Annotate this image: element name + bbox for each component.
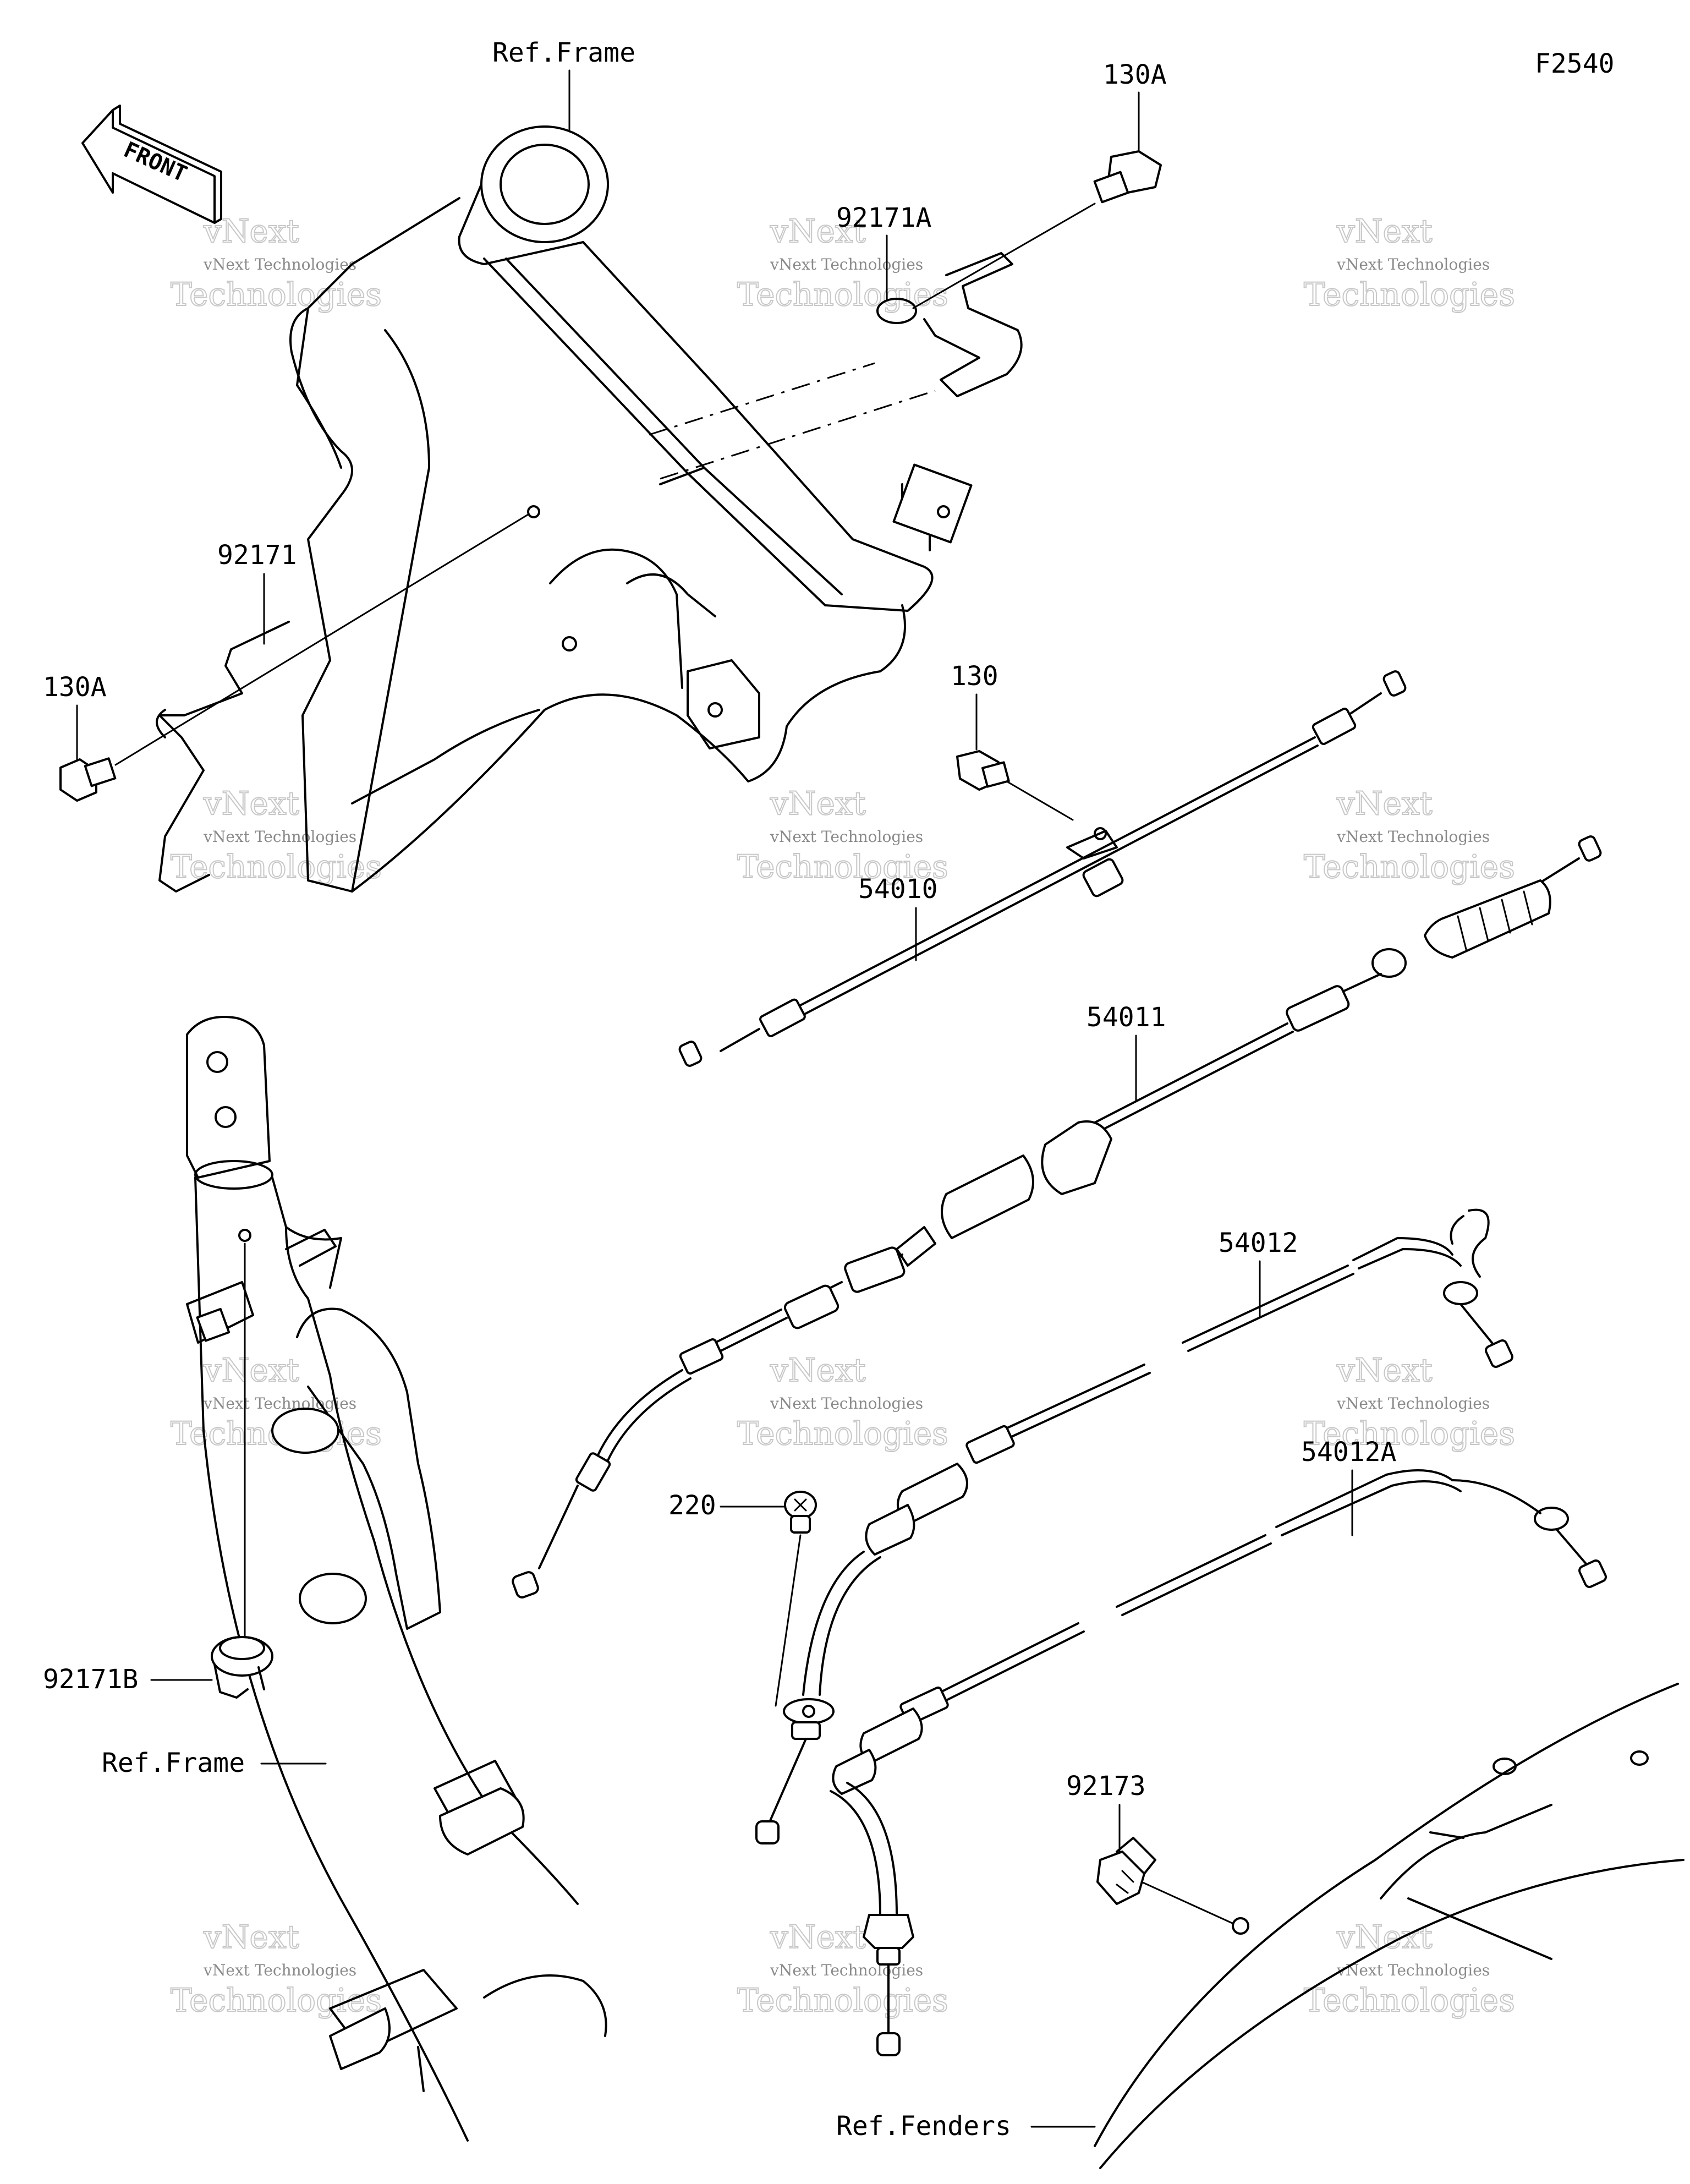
cable-54010 — [678, 670, 1407, 1067]
bolt-130-icon — [956, 750, 1010, 791]
frame-hole — [238, 1229, 251, 1242]
watermark-vnext: vNext — [203, 785, 299, 822]
watermark-text: vNext Technologies — [203, 1961, 356, 1979]
watermark-text: vNext Technologies — [1336, 828, 1490, 846]
cable-54011 — [512, 835, 1602, 1599]
watermark-tech: Technologies — [171, 848, 382, 885]
watermark-tech: Technologies — [1304, 276, 1515, 313]
part-label-92171b: 92171B — [43, 1664, 138, 1695]
watermark-text: vNext Technologies — [770, 828, 923, 846]
clamp-92171a — [876, 252, 1023, 397]
bolt-130a-top-icon — [1093, 150, 1162, 204]
watermark-vnext: vNext — [203, 1351, 299, 1389]
install-line — [775, 1534, 802, 1707]
cable-54012a — [830, 1469, 1607, 2056]
watermark-vnext: vNext — [770, 1351, 866, 1389]
watermark-tech: Technologies — [737, 1982, 948, 2019]
watermark: vNext vNext Technologies Technologies — [170, 1918, 382, 2019]
watermark-vnext: vNext — [1336, 785, 1433, 822]
install-line — [649, 362, 875, 436]
watermark-vnext: vNext — [203, 1918, 299, 1956]
watermark-vnext: vNext — [1336, 1918, 1433, 1956]
watermark: vNext vNext Technologies Technologies — [1303, 212, 1516, 314]
watermark-tech: Technologies — [1304, 1982, 1515, 2019]
watermark-vnext: vNext — [1336, 1351, 1433, 1389]
watermark-text: vNext Technologies — [1336, 1394, 1490, 1413]
ref-frame-bottom-label: Ref.Frame — [102, 1748, 245, 1778]
watermark-text: vNext Technologies — [1336, 255, 1490, 273]
watermark: vNext vNext Technologies Technologies — [170, 212, 382, 314]
watermark: vNext vNext Technologies Technologies — [737, 784, 949, 886]
screw-220-icon — [784, 1491, 817, 1534]
watermark-text: vNext Technologies — [770, 255, 923, 273]
ref-fenders-label: Ref.Fenders — [836, 2111, 1011, 2142]
install-line — [660, 390, 936, 480]
front-arrow-icon: FRONT — [81, 105, 222, 224]
watermark-tech: Technologies — [171, 276, 382, 313]
part-label-54010: 54010 — [858, 874, 938, 905]
watermark-tech: Technologies — [737, 848, 948, 885]
watermark-text: vNext Technologies — [203, 1394, 356, 1413]
watermark-tech: Technologies — [1304, 848, 1515, 885]
cable-54012 — [755, 1208, 1513, 1844]
part-label-54011: 54011 — [1087, 1002, 1166, 1033]
watermark-text: vNext Technologies — [203, 828, 356, 846]
clip-92173-icon — [1096, 1837, 1156, 1905]
part-label-220: 220 — [668, 1490, 716, 1521]
watermark-vnext: vNext — [770, 212, 866, 250]
clip-92171b — [211, 1636, 273, 1699]
figure-code: F2540 — [1535, 48, 1615, 79]
install-line — [912, 202, 1096, 309]
fender — [1094, 1683, 1684, 2169]
part-label-130a-top: 130A — [1103, 59, 1167, 90]
watermark: vNext vNext Technologies Technologies — [1303, 1351, 1516, 1453]
part-label-54012: 54012 — [1219, 1228, 1298, 1258]
watermark-text: vNext Technologies — [770, 1961, 923, 1979]
part-label-130: 130 — [951, 661, 998, 692]
watermark-text: vNext Technologies — [770, 1394, 923, 1413]
part-label-130a-left: 130A — [43, 672, 107, 703]
watermark-vnext: vNext — [203, 212, 299, 250]
frame-upper — [289, 125, 973, 893]
install-line — [1006, 780, 1074, 821]
watermark-tech: Technologies — [1304, 1415, 1515, 1452]
watermark: vNext vNext Technologies Technologies — [737, 1351, 949, 1453]
clamp-92171 — [156, 621, 290, 893]
part-label-92171: 92171 — [217, 540, 297, 571]
part-label-92171a: 92171A — [836, 202, 931, 233]
watermark: vNext vNext Technologies Technologies — [170, 1351, 382, 1453]
watermark: vNext vNext Technologies Technologies — [1303, 784, 1516, 886]
bolt-130a-left-icon — [59, 757, 117, 802]
watermark-tech: Technologies — [737, 276, 948, 313]
watermark-text: vNext Technologies — [203, 255, 356, 273]
install-line — [1140, 1881, 1233, 1924]
watermark: vNext vNext Technologies Technologies — [737, 1918, 949, 2019]
watermark-tech: Technologies — [737, 1415, 948, 1452]
install-line — [114, 513, 529, 766]
watermark-text: vNext Technologies — [1336, 1961, 1490, 1979]
watermark-vnext: vNext — [770, 785, 866, 822]
part-label-54012a: 54012A — [1301, 1437, 1396, 1468]
frame-lower — [186, 1016, 607, 2142]
watermark: vNext vNext Technologies Technologies — [1303, 1918, 1516, 2019]
part-label-92173: 92173 — [1066, 1771, 1146, 1802]
watermark-tech: Technologies — [171, 1982, 382, 2019]
ref-frame-top-label: Ref.Frame — [492, 37, 635, 68]
watermark-vnext: vNext — [1336, 212, 1433, 250]
watermarks: vNext vNext Technologies Technologies vN… — [170, 212, 1516, 2019]
watermark-vnext: vNext — [770, 1918, 866, 1956]
watermark: vNext vNext Technologies Technologies — [170, 784, 382, 886]
frame-hole — [527, 505, 540, 518]
